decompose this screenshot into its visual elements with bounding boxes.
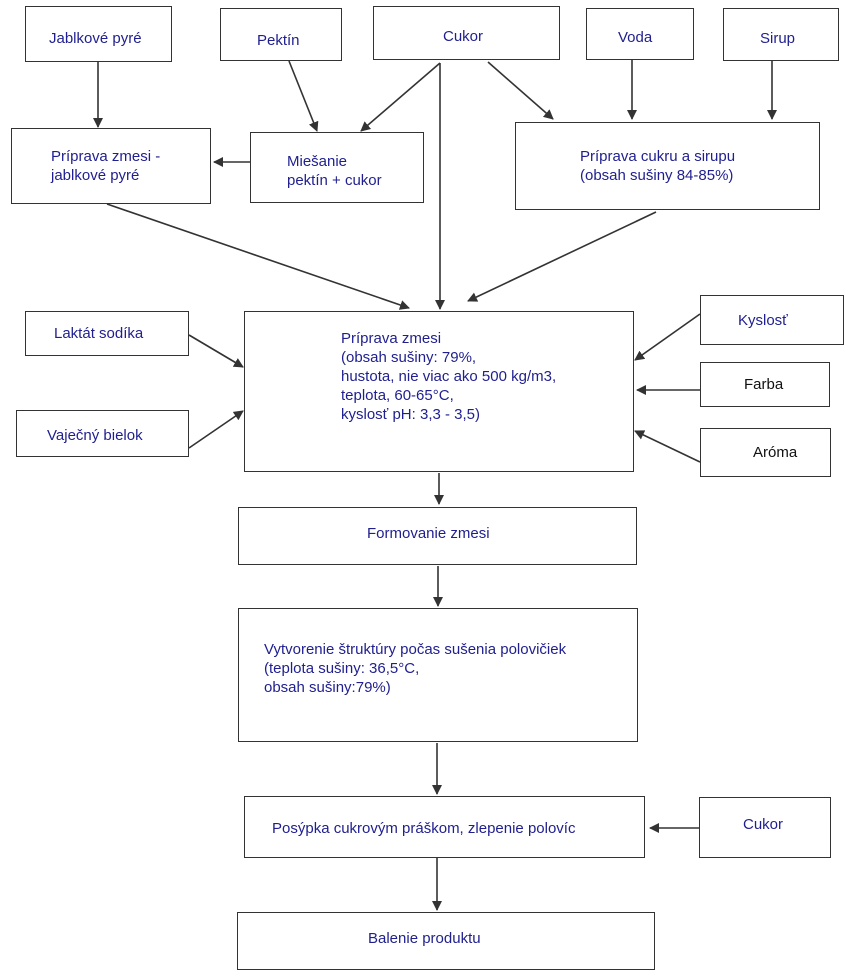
step-mixing: Miešanie pektín + cukor <box>250 132 424 203</box>
input-color: Farba <box>700 362 830 407</box>
input-egg-white: Vaječný bielok <box>16 410 189 457</box>
step-sprinkling-label: Posýpka cukrovým práškom, zlepenie polov… <box>272 820 576 837</box>
input-apple-puree-label: Jablkové pyré <box>49 30 142 47</box>
step-packaging: Balenie produktu <box>237 912 655 970</box>
input-acidity-label: Kyslosť <box>738 312 788 329</box>
input-color-label: Farba <box>744 376 784 393</box>
step-forming: Formovanie zmesi <box>238 507 637 565</box>
input-sugar-bottom: Cukor <box>699 797 831 858</box>
input-egg-white-label: Vaječný bielok <box>47 427 143 444</box>
step-mixing-label: Miešanie pektín + cukor <box>287 153 382 189</box>
arrow-sugar-to-mixing <box>360 62 441 132</box>
step-forming-label: Formovanie zmesi <box>367 525 490 542</box>
arrow-acidity-to-mixture <box>634 313 701 361</box>
input-pectin-label: Pektín <box>257 32 300 49</box>
step-structure-drying-label: Vytvorenie štruktúry počas sušenia polov… <box>264 641 567 696</box>
step-mixture-prep-label: Príprava zmesi (obsah sušiny: 79%, husto… <box>341 330 557 423</box>
arrow-syrup-prep-to-mixture <box>467 211 657 302</box>
input-syrup-label: Sirup <box>760 30 796 47</box>
step-apple-puree-prep-label: Príprava zmesi - jablkové pyré <box>51 148 161 184</box>
step-mixture-prep: Príprava zmesi (obsah sušiny: 79%, husto… <box>244 311 634 472</box>
input-aroma-label: Aróma <box>753 444 798 461</box>
input-sugar-top-label: Cukor <box>443 28 484 45</box>
arrow-egg-to-mixture <box>188 410 244 449</box>
input-syrup: Sirup <box>723 8 839 61</box>
input-pectin: Pektín <box>220 8 342 61</box>
arrow-aroma-to-mixture <box>634 430 701 463</box>
step-sugar-syrup-prep: Príprava cukru a sirupu (obsah sušiny 84… <box>515 122 820 210</box>
step-sprinkling: Posýpka cukrovým práškom, zlepenie polov… <box>244 796 645 858</box>
input-sodium-lactate-label: Laktát sodíka <box>54 325 144 342</box>
input-apple-puree: Jablkové pyré <box>25 6 172 62</box>
step-sugar-syrup-prep-label: Príprava cukru a sirupu (obsah sušiny 84… <box>580 148 736 184</box>
input-water: Voda <box>586 8 694 60</box>
arrow-lactate-to-mixture <box>188 334 244 368</box>
input-aroma: Aróma <box>700 428 831 477</box>
step-apple-puree-prep: Príprava zmesi - jablkové pyré <box>11 128 211 204</box>
arrow-pectin-to-mixing <box>288 60 319 132</box>
input-acidity: Kyslosť <box>700 295 844 345</box>
input-sugar-bottom-label: Cukor <box>743 816 784 833</box>
step-structure-drying: Vytvorenie štruktúry počas sušenia polov… <box>238 608 638 742</box>
arrow-apple-prep-to-mixture <box>106 203 410 310</box>
arrow-sugar-to-syrup-prep <box>487 61 554 120</box>
step-packaging-label: Balenie produktu <box>368 930 481 947</box>
input-water-label: Voda <box>618 29 653 46</box>
input-sodium-lactate: Laktát sodíka <box>25 311 189 356</box>
input-sugar-top: Cukor <box>373 6 560 60</box>
